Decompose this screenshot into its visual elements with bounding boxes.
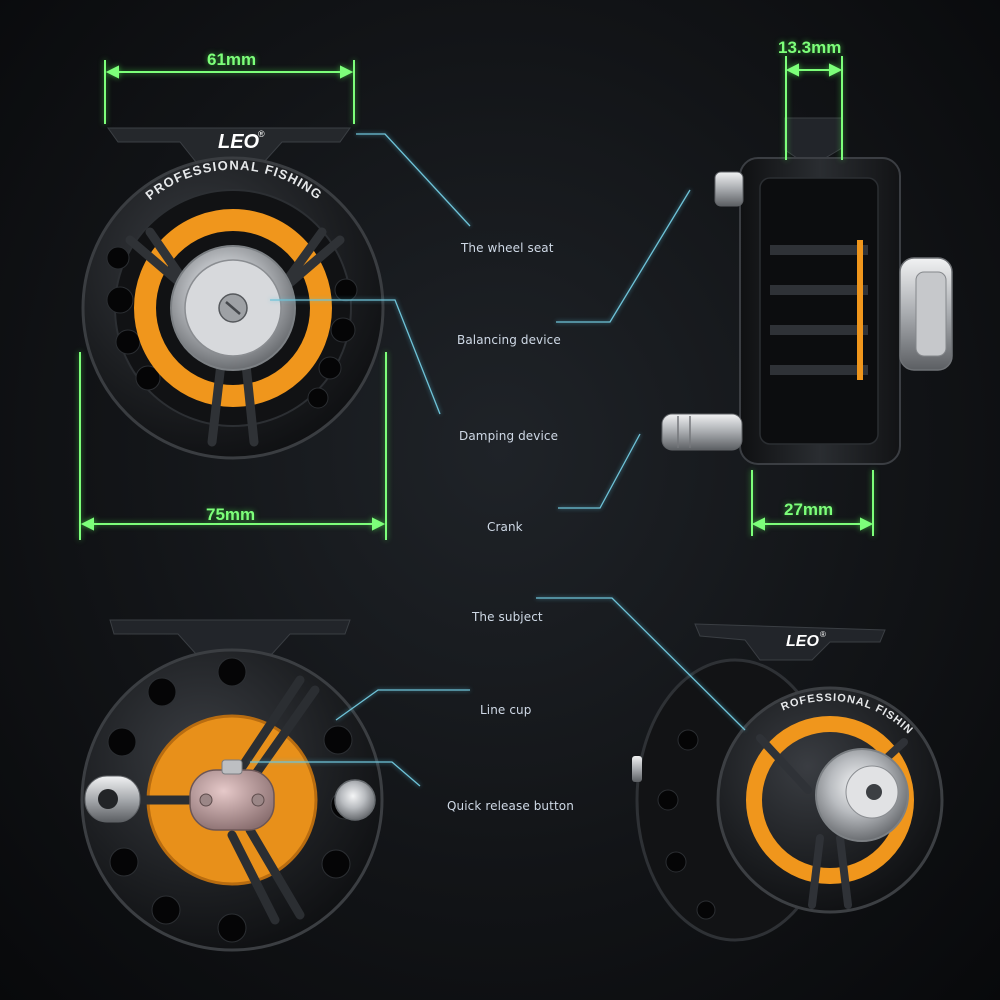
logo-text: LEO: [218, 131, 260, 153]
reel-side-view: [661, 117, 953, 465]
orange-spool: [134, 209, 332, 407]
side-foot: [784, 117, 843, 161]
callout-wheel-seat: The wheel seat: [461, 241, 554, 255]
registered-mark: ®: [258, 129, 265, 139]
dimension-75mm: 75mm: [206, 505, 256, 524]
crank-knob: [661, 413, 743, 451]
leader-lines: [250, 133, 746, 787]
dimension-lines: [79, 56, 874, 540]
angled-logo-text: LEO: [786, 633, 819, 650]
reel-front-view: LEO ® PROFESSIONAL FISHING: [81, 127, 385, 460]
angled-registered-mark: ®: [820, 630, 826, 639]
release-cap: [334, 779, 376, 821]
callout-damping-device: Damping device: [459, 429, 559, 443]
reel-back-view: [80, 619, 384, 952]
callout-quick-release: Quick release button: [447, 799, 574, 813]
angled-foot: [694, 623, 886, 661]
callout-balancing-device: Balancing device: [457, 333, 561, 347]
dimension-13-3mm: 13.3mm: [778, 38, 842, 57]
callout-subject: The subject: [472, 610, 543, 624]
dimension-61mm: 61mm: [207, 50, 257, 69]
callout-line-cup: Line cup: [480, 703, 532, 717]
dimension-27mm: 27mm: [784, 500, 834, 519]
balance-knob: [714, 171, 744, 207]
callout-crank: Crank: [487, 520, 523, 534]
